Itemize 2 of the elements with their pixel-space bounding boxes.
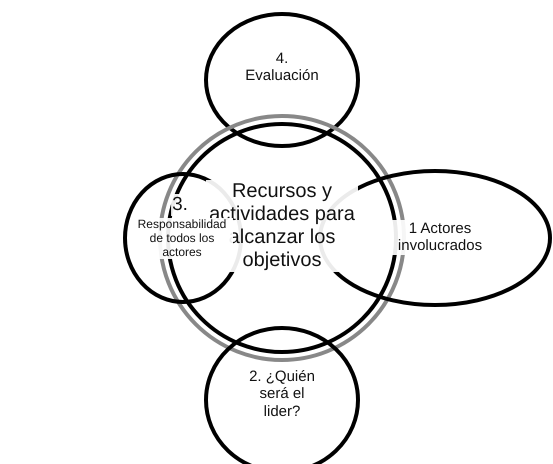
node-text: 3. bbox=[171, 194, 189, 216]
ellipse-node bbox=[204, 12, 360, 148]
